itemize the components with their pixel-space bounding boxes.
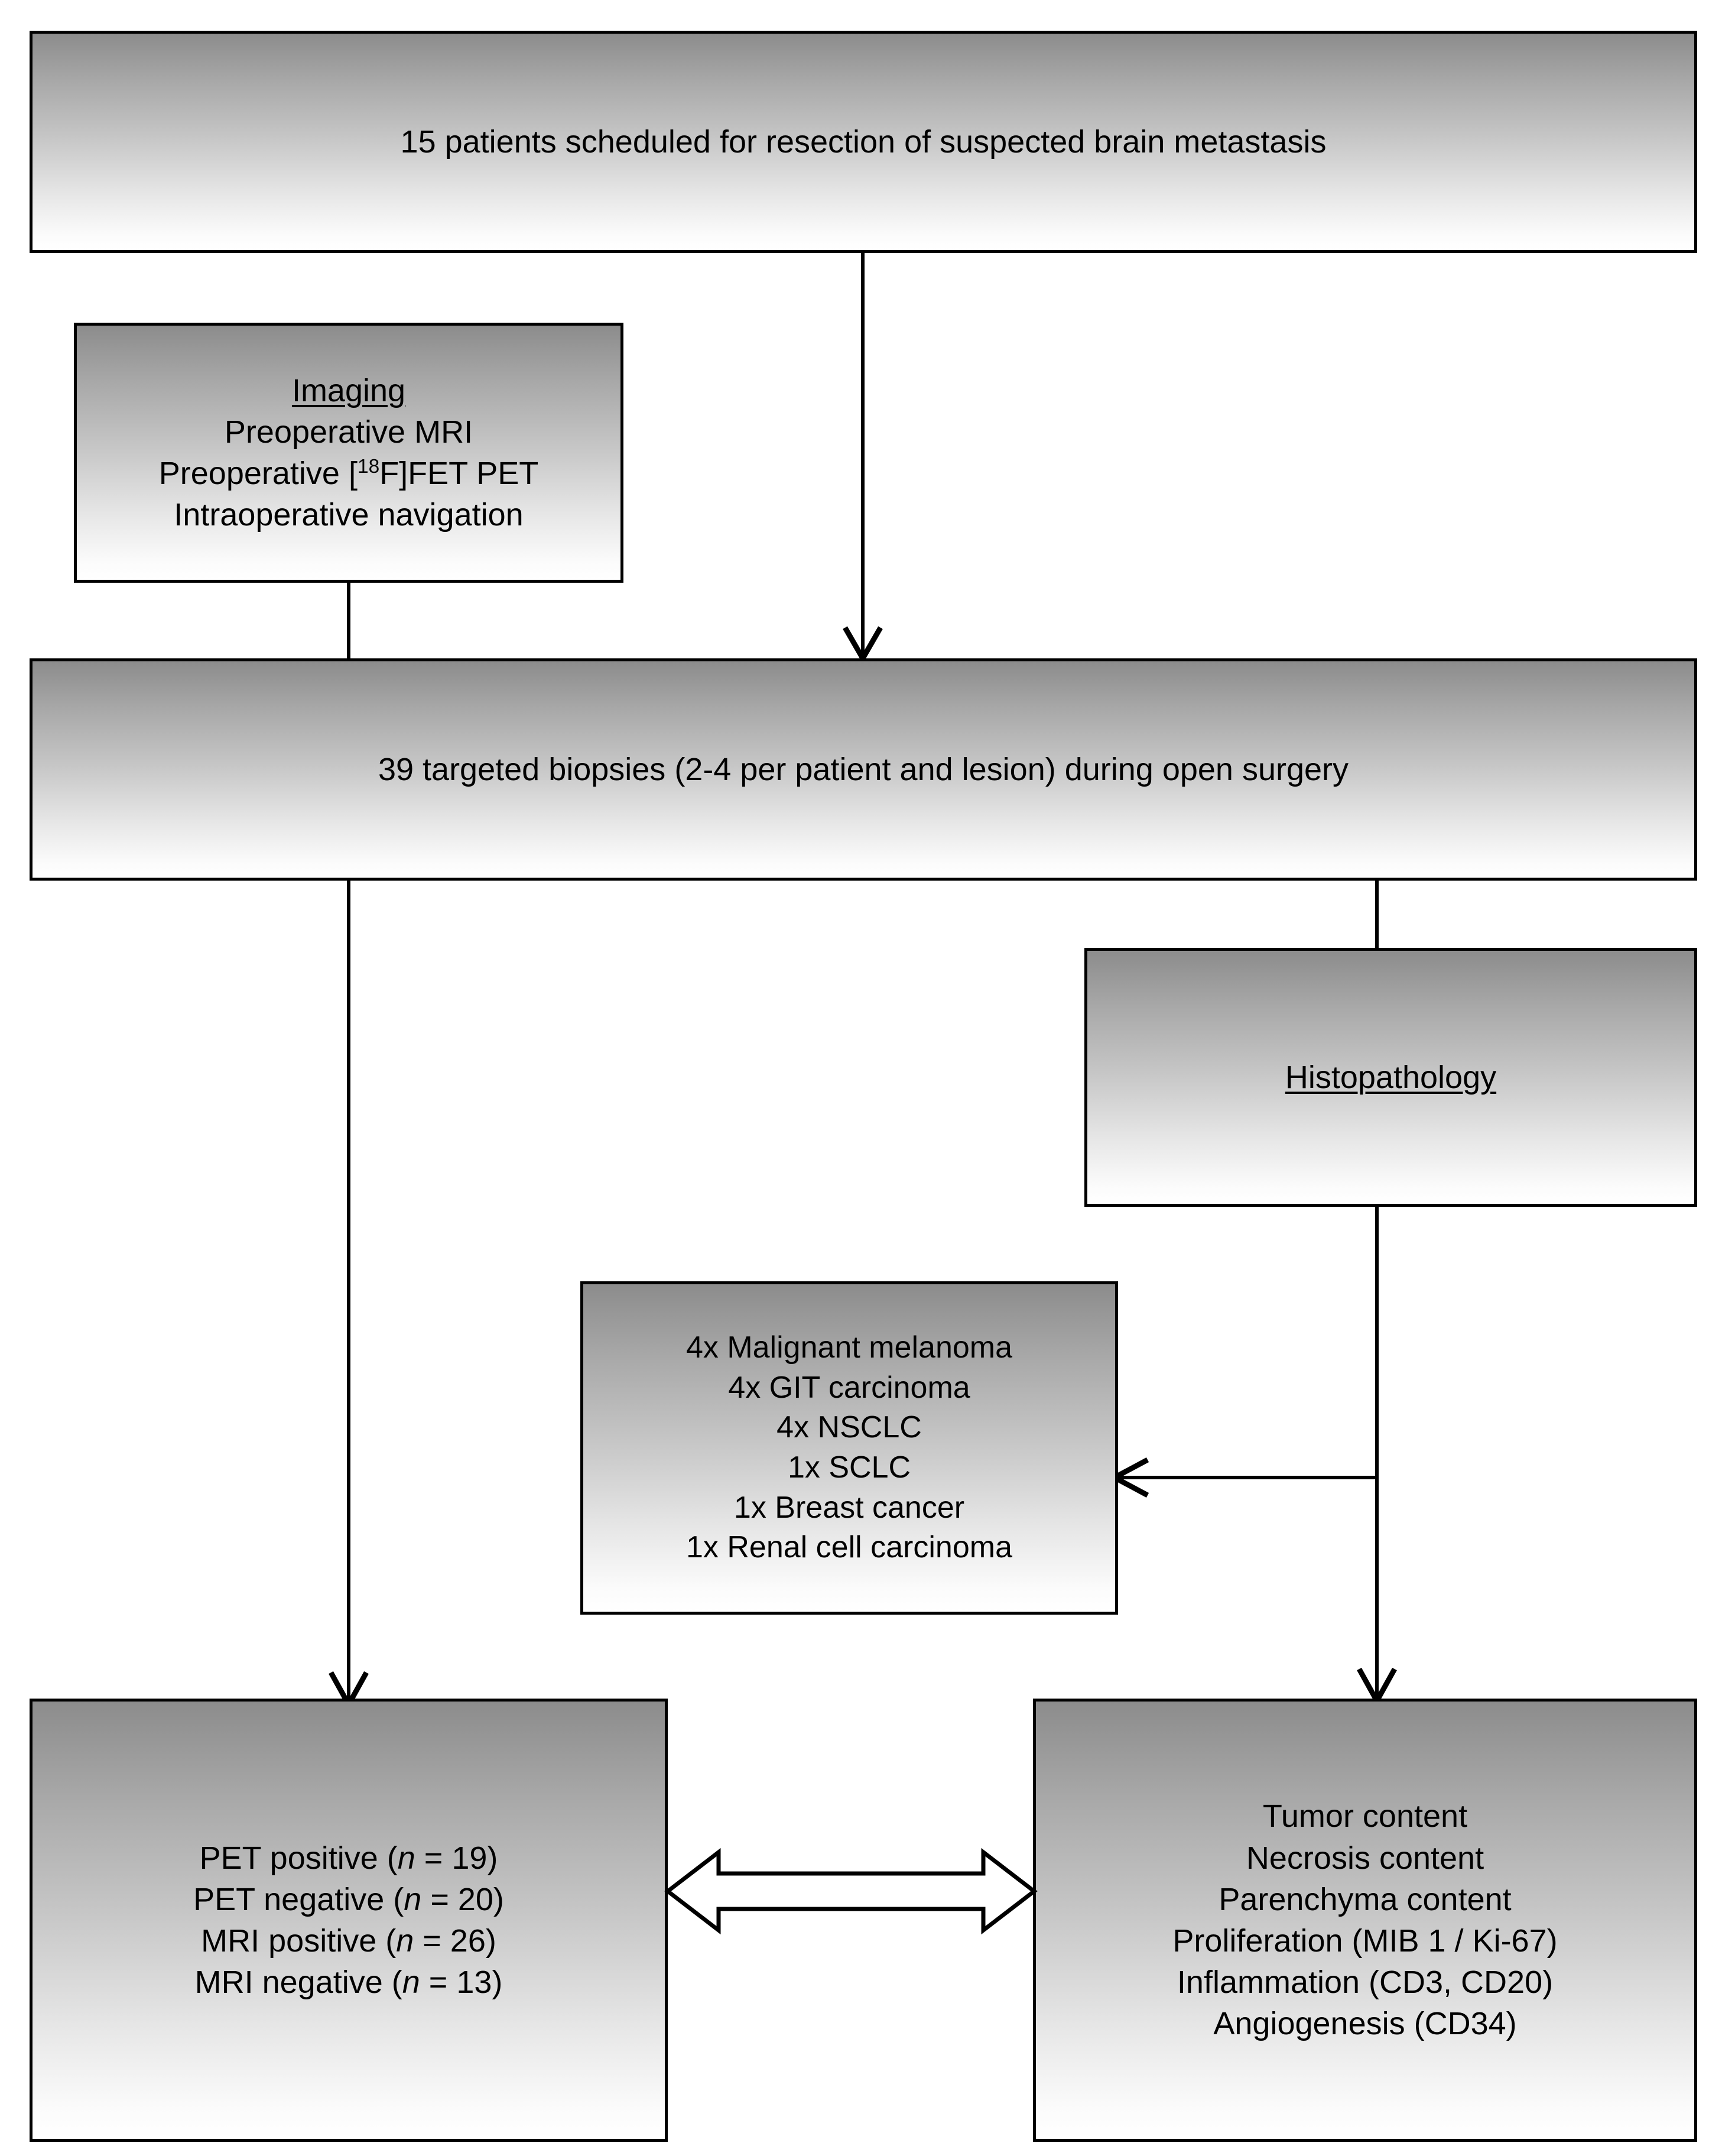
node-imaging-line-pet: Preoperative [18F]FET PET — [159, 453, 538, 494]
node-biopsies-text: 39 targeted biopsies (2-4 per patient an… — [378, 751, 1349, 787]
result-value: = 19) — [415, 1840, 498, 1876]
node-imaging-results: PET positive (n = 19) PET negative (n = … — [30, 1699, 668, 2142]
result-value: = 13) — [420, 1965, 503, 2001]
connector-histopathology-to-params — [1357, 1206, 1397, 1707]
pet-isotope-superscript: 18 — [357, 456, 380, 478]
node-imaging-heading: Imaging — [291, 372, 406, 408]
result-row: PET positive (n = 19) — [200, 1837, 498, 1879]
node-imaging-line-navigation: Intraoperative navigation — [174, 497, 524, 533]
stat-symbol-n: n — [402, 1965, 420, 2001]
connector-biopsies-to-histopathology — [1375, 879, 1379, 950]
diagnosis-item: 4x GIT carcinoma — [728, 1370, 970, 1405]
parameter-item: Inflammation (CD3, CD20) — [1177, 1965, 1554, 2001]
result-row: MRI positive (n = 26) — [201, 1920, 496, 1962]
parameter-item: Proliferation (MIB 1 / Ki-67) — [1172, 1923, 1558, 1959]
double-headed-arrow-results-params — [664, 1847, 1038, 1935]
node-histopathology: Histopathology — [1084, 948, 1697, 1207]
node-targeted-biopsies: 39 targeted biopsies (2-4 per patient an… — [30, 658, 1697, 881]
stat-symbol-n: n — [397, 1840, 415, 1876]
result-value: = 20) — [421, 1881, 504, 1917]
connector-imaging-to-biopsies — [347, 582, 350, 660]
stat-symbol-n: n — [396, 1923, 414, 1959]
result-value: = 26) — [414, 1923, 496, 1959]
node-imaging-line-mri: Preoperative MRI — [224, 414, 473, 450]
diagnosis-item: 1x Breast cancer — [733, 1490, 965, 1525]
pet-prefix: Preoperative [ — [158, 456, 358, 491]
connector-biopsies-to-results — [329, 879, 369, 1710]
node-histopathology-parameters: Tumor content Necrosis content Parenchym… — [1033, 1699, 1697, 2142]
node-histological-diagnoses: 4x Malignant melanoma 4x GIT carcinoma 4… — [580, 1281, 1118, 1615]
result-label: PET negative ( — [193, 1881, 404, 1917]
diagnosis-item: 4x NSCLC — [776, 1410, 922, 1445]
parameter-item: Tumor content — [1262, 1798, 1468, 1834]
diagnosis-item: 4x Malignant melanoma — [685, 1330, 1013, 1365]
node-histopathology-heading: Histopathology — [1285, 1059, 1497, 1095]
node-patients-scheduled: 15 patients scheduled for resection of s… — [30, 31, 1697, 253]
parameter-item: Necrosis content — [1246, 1840, 1484, 1876]
diagnosis-item: 1x Renal cell carcinoma — [685, 1530, 1013, 1565]
result-label: MRI positive ( — [201, 1923, 397, 1959]
pet-suffix: F]FET PET — [379, 456, 539, 491]
result-label: MRI negative ( — [194, 1965, 402, 2001]
stat-symbol-n: n — [404, 1881, 422, 1917]
result-label: PET positive ( — [199, 1840, 398, 1876]
node-patients-text: 15 patients scheduled for resection of s… — [400, 124, 1327, 160]
parameter-item: Angiogenesis (CD34) — [1213, 2006, 1517, 2042]
connector-histopathology-to-diagnoses — [1109, 1457, 1378, 1498]
node-imaging: Imaging Preoperative MRI Preoperative [1… — [74, 323, 623, 583]
connector-patients-to-biopsies — [843, 253, 883, 664]
diagnosis-item: 1x SCLC — [787, 1450, 911, 1485]
parameter-item: Parenchyma content — [1219, 1881, 1512, 1917]
result-row: PET negative (n = 20) — [193, 1879, 504, 1920]
result-row: MRI negative (n = 13) — [195, 1962, 503, 2003]
